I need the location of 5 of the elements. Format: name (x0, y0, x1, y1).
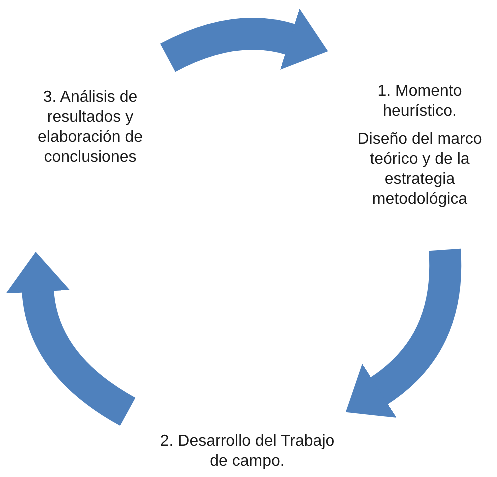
cycle-step-text: 1. Momento heurístico. (376, 82, 464, 122)
curved-arrow (160, 8, 329, 72)
cycle-step-text: 3. Análisis de resultados y elaboración de conclusiones (37, 88, 144, 168)
cycle-step-text: 2. Desarrollo del Trabajo de campo. (159, 432, 336, 472)
cycle-step-text: Diseño del marco teórico y de la estrategia metodológica (356, 130, 484, 210)
